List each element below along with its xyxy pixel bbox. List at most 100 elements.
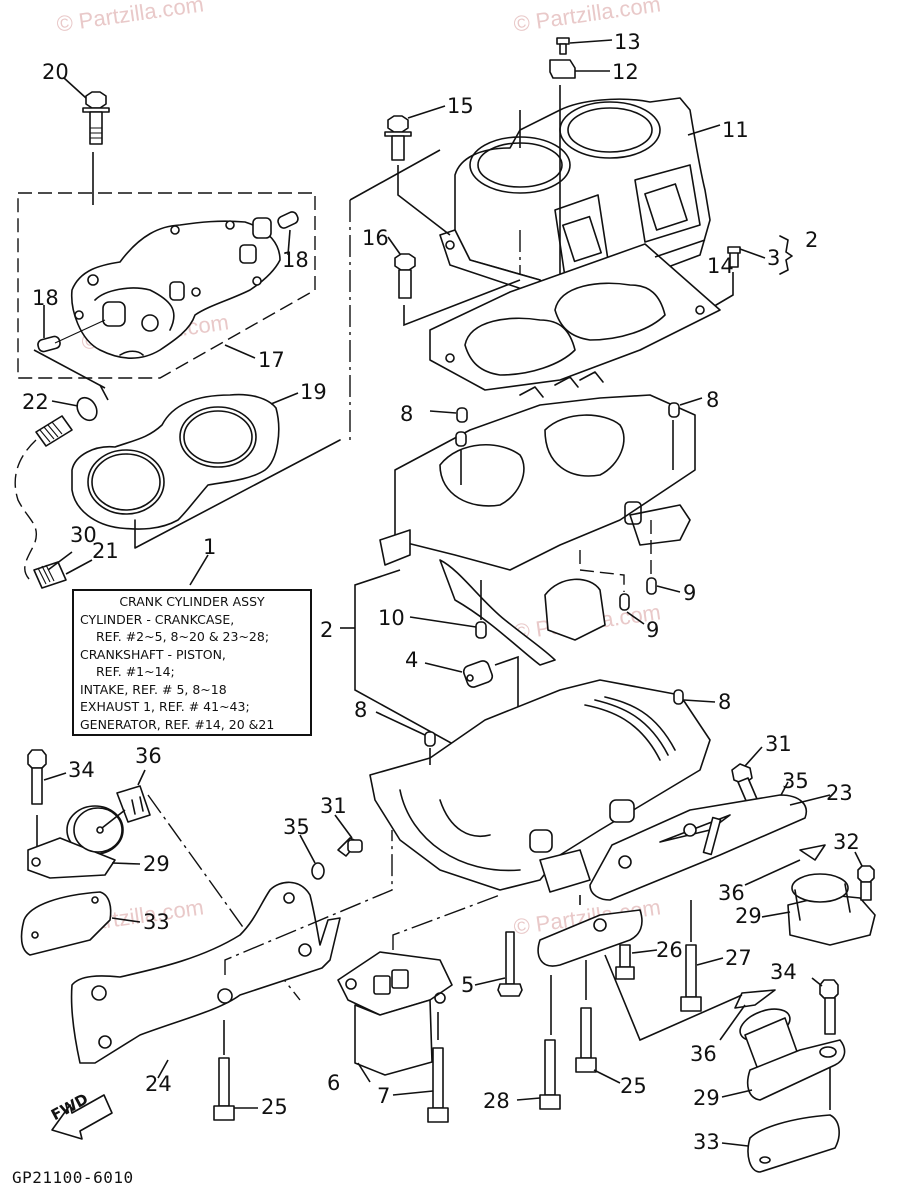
hose-30	[14, 415, 93, 589]
callout-9[interactable]: 9	[683, 581, 697, 605]
bolt-5	[474, 931, 523, 997]
callout-25[interactable]: 25	[261, 1095, 288, 1119]
callout-7[interactable]: 7	[377, 1084, 391, 1108]
callout-2[interactable]: 2	[805, 228, 819, 252]
bolt-34	[811, 977, 839, 1110]
cover-33	[721, 1114, 840, 1173]
bolt-20	[63, 77, 110, 205]
note-line: INTAKE, REF. # 5, 8~18	[80, 681, 227, 697]
bracket-23	[537, 794, 831, 967]
dowel-8	[375, 711, 436, 765]
gasket-14	[429, 239, 721, 391]
callout-21[interactable]: 21	[92, 539, 119, 563]
diagram-code: GP21100-6010	[12, 1168, 134, 1187]
callout-33[interactable]: 33	[693, 1130, 720, 1154]
callout-28[interactable]: 28	[483, 1089, 510, 1113]
callout-2[interactable]: 2	[320, 618, 334, 642]
callout-20[interactable]: 20	[42, 60, 69, 84]
callout-33[interactable]: 33	[143, 910, 170, 934]
callout-26[interactable]: 26	[656, 938, 683, 962]
cover-17	[70, 217, 281, 360]
bolt-16	[387, 236, 521, 327]
dowel-10	[409, 580, 487, 639]
callout-31[interactable]: 31	[320, 794, 347, 818]
callout-30[interactable]: 30	[70, 523, 97, 547]
dowel-8	[668, 397, 703, 470]
callout-34[interactable]: 34	[770, 960, 797, 984]
callout-18[interactable]: 18	[32, 286, 59, 310]
assembly-note-box: CRANK CYLINDER ASSY CYLINDER - CRANKCASE…	[72, 589, 312, 736]
dowel-9	[646, 520, 681, 595]
callout-14[interactable]: 14	[707, 254, 734, 278]
forward-direction-arrow-icon	[51, 1094, 113, 1140]
cover-33	[20, 891, 141, 956]
callout-15[interactable]: 15	[447, 94, 474, 118]
mount-29	[27, 805, 141, 879]
crankcase-upper	[379, 371, 696, 666]
callout-4[interactable]: 4	[405, 648, 419, 672]
note-line: EXHAUST 1, REF. # 41~43;	[80, 699, 250, 714]
note-line: GENERATOR, REF. #14, 20 &21	[80, 716, 275, 732]
bolt-31	[334, 814, 363, 857]
callout-8[interactable]: 8	[400, 402, 414, 426]
callout-29[interactable]: 29	[143, 852, 170, 876]
note-title: CRANK CYLINDER ASSY	[119, 594, 265, 609]
callout-23[interactable]: 23	[826, 781, 853, 805]
callout-8[interactable]: 8	[718, 690, 732, 714]
callout-6[interactable]: 6	[327, 1071, 341, 1095]
pin-18	[277, 211, 299, 256]
clamp-22	[51, 396, 98, 422]
callout-36[interactable]: 36	[135, 744, 162, 768]
callout-8[interactable]: 8	[706, 388, 720, 412]
dowel-3	[639, 235, 793, 351]
clamp-12	[549, 59, 610, 79]
callout-29[interactable]: 29	[693, 1086, 720, 1110]
callout-27[interactable]: 27	[725, 946, 752, 970]
callout-34[interactable]: 34	[68, 758, 95, 782]
callout-9[interactable]: 9	[646, 618, 660, 642]
bolt-25	[213, 1020, 258, 1121]
callout-13[interactable]: 13	[614, 30, 641, 54]
callout-1[interactable]: 1	[203, 535, 217, 559]
screw-13	[556, 37, 613, 55]
bolt-32	[854, 851, 875, 901]
mount-29	[744, 844, 876, 946]
note-line: CYLINDER - CRANKCASE,	[80, 611, 235, 627]
callout-22[interactable]: 22	[22, 390, 49, 414]
callout-18[interactable]: 18	[282, 248, 309, 272]
note-line: REF. #1~14;	[96, 664, 175, 679]
callout-5[interactable]: 5	[461, 973, 475, 997]
bolt-25	[575, 960, 621, 1084]
callout-8[interactable]: 8	[354, 698, 368, 722]
callout-35[interactable]: 35	[283, 815, 310, 839]
callout-11[interactable]: 11	[722, 118, 749, 142]
callout-12[interactable]: 12	[612, 60, 639, 84]
pin-18	[37, 305, 106, 353]
callout-19[interactable]: 19	[300, 380, 327, 404]
bolt-28	[516, 975, 561, 1110]
callout-32[interactable]: 32	[833, 830, 860, 854]
callout-31[interactable]: 31	[765, 732, 792, 756]
callout-35[interactable]: 35	[782, 769, 809, 793]
bolt-26	[615, 944, 658, 980]
bolt-27	[680, 900, 724, 1012]
callout-25[interactable]: 25	[620, 1074, 647, 1098]
gasket-19	[71, 392, 341, 549]
note-line: REF. #2~5, 8~20 & 23~28;	[96, 629, 270, 644]
dowel-8	[673, 689, 716, 705]
bracket-24	[70, 830, 393, 1079]
callout-17[interactable]: 17	[258, 348, 285, 372]
callout-29[interactable]: 29	[735, 904, 762, 928]
callout-36[interactable]: 36	[690, 1042, 717, 1066]
bolt-15	[384, 105, 451, 236]
callout-36[interactable]: 36	[718, 881, 745, 905]
callout-3[interactable]: 3	[767, 246, 781, 270]
rectifier-6	[337, 894, 501, 1083]
callout-16[interactable]: 16	[362, 226, 389, 250]
crankcase-lower	[369, 679, 711, 893]
callout-24[interactable]: 24	[145, 1072, 172, 1096]
callout-10[interactable]: 10	[378, 606, 405, 630]
washer-35	[299, 834, 325, 880]
